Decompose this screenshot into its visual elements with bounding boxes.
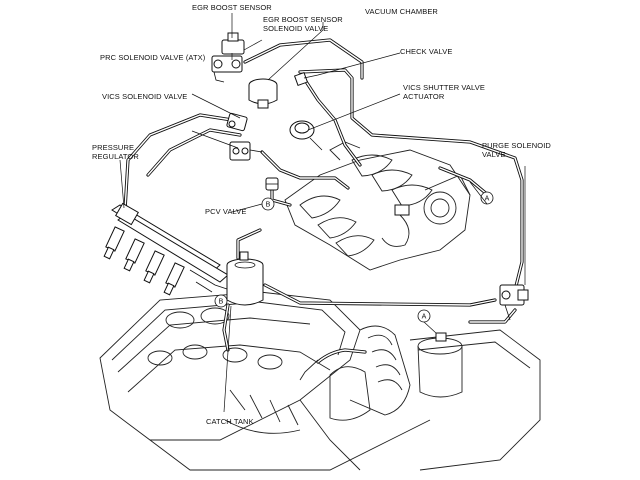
label-vics-solenoid: VICS SOLENOID VALVE	[102, 92, 187, 101]
intake-manifold-drawing	[284, 141, 471, 271]
label-egr-boost-solenoid-line1: EGR BOOST SENSOR	[263, 15, 343, 24]
label-purge-solenoid-line2: VALVE	[482, 150, 506, 159]
label-egr-boost-solenoid-line2: SOLENOID VALVE	[263, 24, 328, 33]
vics-solenoid-drawing	[229, 141, 263, 161]
label-egr-boost-sensor: EGR BOOST SENSOR	[192, 3, 272, 12]
injector-4	[163, 262, 185, 296]
svg-text:B: B	[266, 202, 271, 209]
label-pressure-regulator-line2: REGULATOR	[92, 152, 139, 161]
marker-b-pcv: B	[261, 197, 275, 211]
vacuum-hoses	[123, 38, 524, 364]
svg-text:A: A	[485, 196, 490, 203]
svg-text:A: A	[422, 314, 427, 321]
vacuum-chamber-drawing	[248, 78, 278, 109]
marker-a-reservoir: A	[417, 309, 431, 323]
prc-solenoid-drawing	[226, 112, 248, 132]
label-vacuum-chamber: VACUUM CHAMBER	[365, 7, 438, 16]
marker-b-catch-tank: B	[214, 294, 228, 308]
engine-block-drawing	[99, 291, 541, 471]
vics-actuator-drawing	[289, 120, 323, 151]
pcv-valve-drawing	[265, 177, 279, 191]
label-vics-shutter-line1: VICS SHUTTER VALVE	[403, 83, 485, 92]
label-pcv-valve: PCV VALVE	[205, 207, 246, 216]
fuel-rail-assembly	[103, 202, 231, 296]
catch-tank-drawing	[226, 251, 264, 306]
injector-3	[143, 250, 165, 284]
callout-labels: EGR BOOST SENSOR EGR BOOST SENSOR SOLENO…	[92, 3, 551, 426]
label-check-valve: CHECK VALVE	[400, 47, 453, 56]
leader-lines	[119, 13, 526, 413]
label-catch-tank: CATCH TANK	[206, 417, 254, 426]
label-vics-shutter-line2: ACTUATOR	[403, 92, 445, 101]
label-purge-solenoid-line1: PURGE SOLENOID	[482, 141, 551, 150]
egr-boost-sensor-drawing	[211, 32, 245, 83]
injector-2	[123, 238, 145, 272]
marker-a-manifold: A	[480, 191, 494, 205]
label-pressure-regulator-line1: PRESSURE	[92, 143, 134, 152]
injector-1	[103, 226, 125, 260]
svg-text:B: B	[219, 299, 224, 306]
label-prc-solenoid: PRC SOLENOID VALVE (ATX)	[100, 53, 206, 62]
purge-solenoid-drawing	[499, 284, 529, 321]
